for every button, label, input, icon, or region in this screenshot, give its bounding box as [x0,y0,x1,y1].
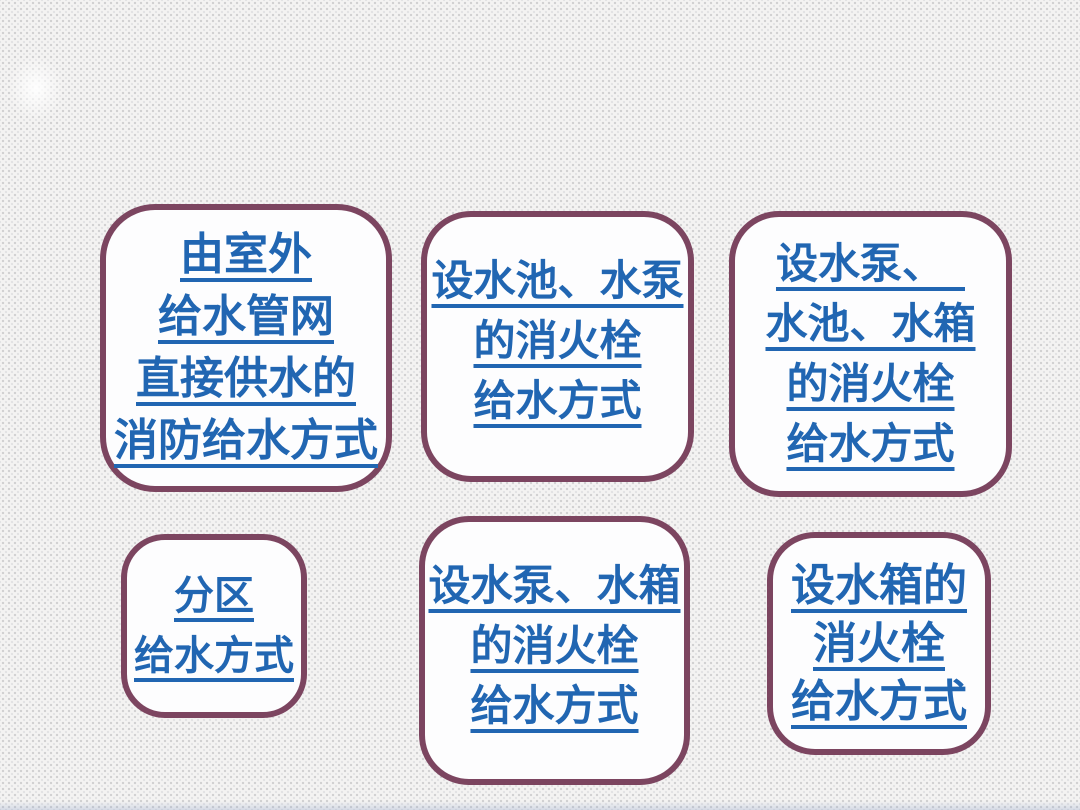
method-text-line: 消防给水方式 [114,416,378,465]
method-text-line: 给水管网 [158,292,334,341]
soft-glow-decoration [8,56,64,120]
method-text-line: 水池、水箱 [765,300,976,347]
method-text-line: 分区 [174,574,254,618]
method-text-line: 的消火栓 [473,316,642,364]
method-box-pool-pump: 设水池、水泵 的消火栓 给水方式 [421,211,694,482]
method-box-pump-pool-tank: 设水泵、 水池、水箱 的消火栓 给水方式 [729,211,1012,497]
method-text-line: 给水方式 [786,420,955,467]
method-text-line: 设水池、水泵 [431,256,684,304]
method-box-pump-tank: 设水泵、水箱 的消火栓 给水方式 [419,516,690,785]
method-text-line: 给水方式 [473,376,642,424]
method-box-zoned-supply: 分区 给水方式 [121,534,307,718]
method-text-line: 的消火栓 [470,621,639,669]
method-box-direct-supply: 由室外 给水管网 直接供水的 消防给水方式 [100,204,392,492]
method-text-line: 消火栓 [813,618,945,668]
method-text-line: 设水泵、水箱 [428,561,681,609]
bottom-edge-tint [0,801,1080,810]
method-text-line: 给水方式 [791,676,967,726]
method-text-line: 设水箱的 [791,560,967,610]
method-box-tank: 设水箱的 消火栓 给水方式 [767,532,991,755]
method-text-line: 的消火栓 [786,360,955,407]
method-text-line: 设水泵、 [775,240,965,287]
method-text-line: 给水方式 [470,681,639,729]
method-text-line: 直接供水的 [136,354,356,403]
method-text-line: 由室外 [180,230,312,279]
method-text-line: 给水方式 [134,634,294,678]
